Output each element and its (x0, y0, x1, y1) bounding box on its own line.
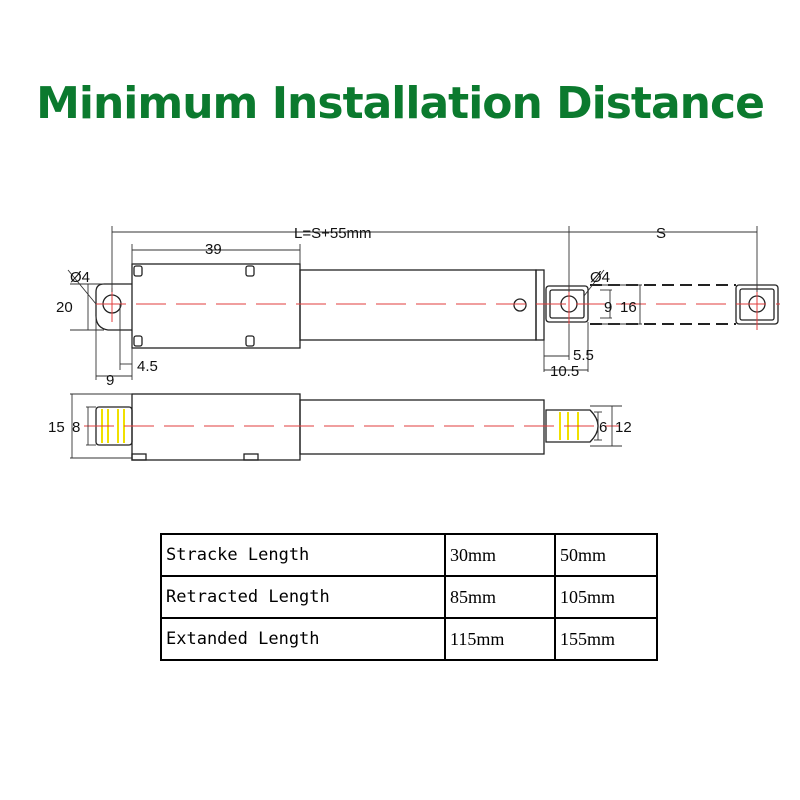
side-view (95, 393, 599, 461)
actuator-technical-drawing: L=S+55mm S 39 Ø4 20 4.5 9 Ø4 9 16 5.5 10… (48, 225, 780, 461)
outer-tube (299, 269, 537, 341)
dim-label-S: S (656, 225, 666, 242)
dim-label-39: 39 (205, 241, 222, 258)
table-row: Extanded Length 115mm 155mm (160, 617, 658, 661)
row-value-30mm-stroke: 85mm (444, 575, 556, 619)
dim-label-L: L=S+55mm (294, 225, 372, 242)
dimension-lines (67, 226, 758, 380)
top-view (95, 263, 779, 349)
motor-housing (131, 263, 301, 349)
page-title: Minimum Installation Distance (36, 78, 765, 129)
dim-label-20: 20 (56, 299, 73, 316)
row-value-50mm-stroke: 50mm (554, 533, 658, 577)
dim-label-dia4-right: Ø4 (590, 269, 610, 286)
row-value-30mm-stroke: 30mm (444, 533, 556, 577)
dim-label-9-right: 9 (604, 299, 612, 316)
tube-end-cap (535, 269, 545, 341)
row-label: Extanded Length (160, 617, 446, 661)
length-spec-table: Stracke Length 30mm 50mm Retracted Lengt… (160, 533, 658, 661)
dim-label-9-bottom: 9 (106, 372, 114, 389)
dim-label-12: 12 (615, 419, 632, 436)
table-row: Retracted Length 85mm 105mm (160, 575, 658, 619)
rear-mount-tab (95, 283, 132, 331)
dim-label-6: 6 (599, 419, 607, 436)
dim-label-16: 16 (620, 299, 637, 316)
side-motor-housing (131, 393, 301, 461)
row-value-50mm-stroke: 105mm (554, 575, 658, 619)
dim-label-dia4-left: Ø4 (70, 269, 90, 286)
table-row: Stracke Length 30mm 50mm (160, 533, 658, 577)
dim-label-5-5: 5.5 (573, 347, 594, 364)
row-label: Retracted Length (160, 575, 446, 619)
dim-label-10-5: 10.5 (550, 363, 579, 380)
row-value-30mm-stroke: 115mm (444, 617, 556, 661)
side-tube (299, 399, 545, 455)
row-label: Stracke Length (160, 533, 446, 577)
tube-vent-hole (513, 298, 527, 312)
dim-label-8: 8 (72, 419, 80, 436)
housing-screw-tabs (133, 265, 255, 347)
row-value-50mm-stroke: 155mm (554, 617, 658, 661)
dim-label-4-5: 4.5 (137, 358, 158, 375)
dim-label-15: 15 (48, 419, 65, 436)
